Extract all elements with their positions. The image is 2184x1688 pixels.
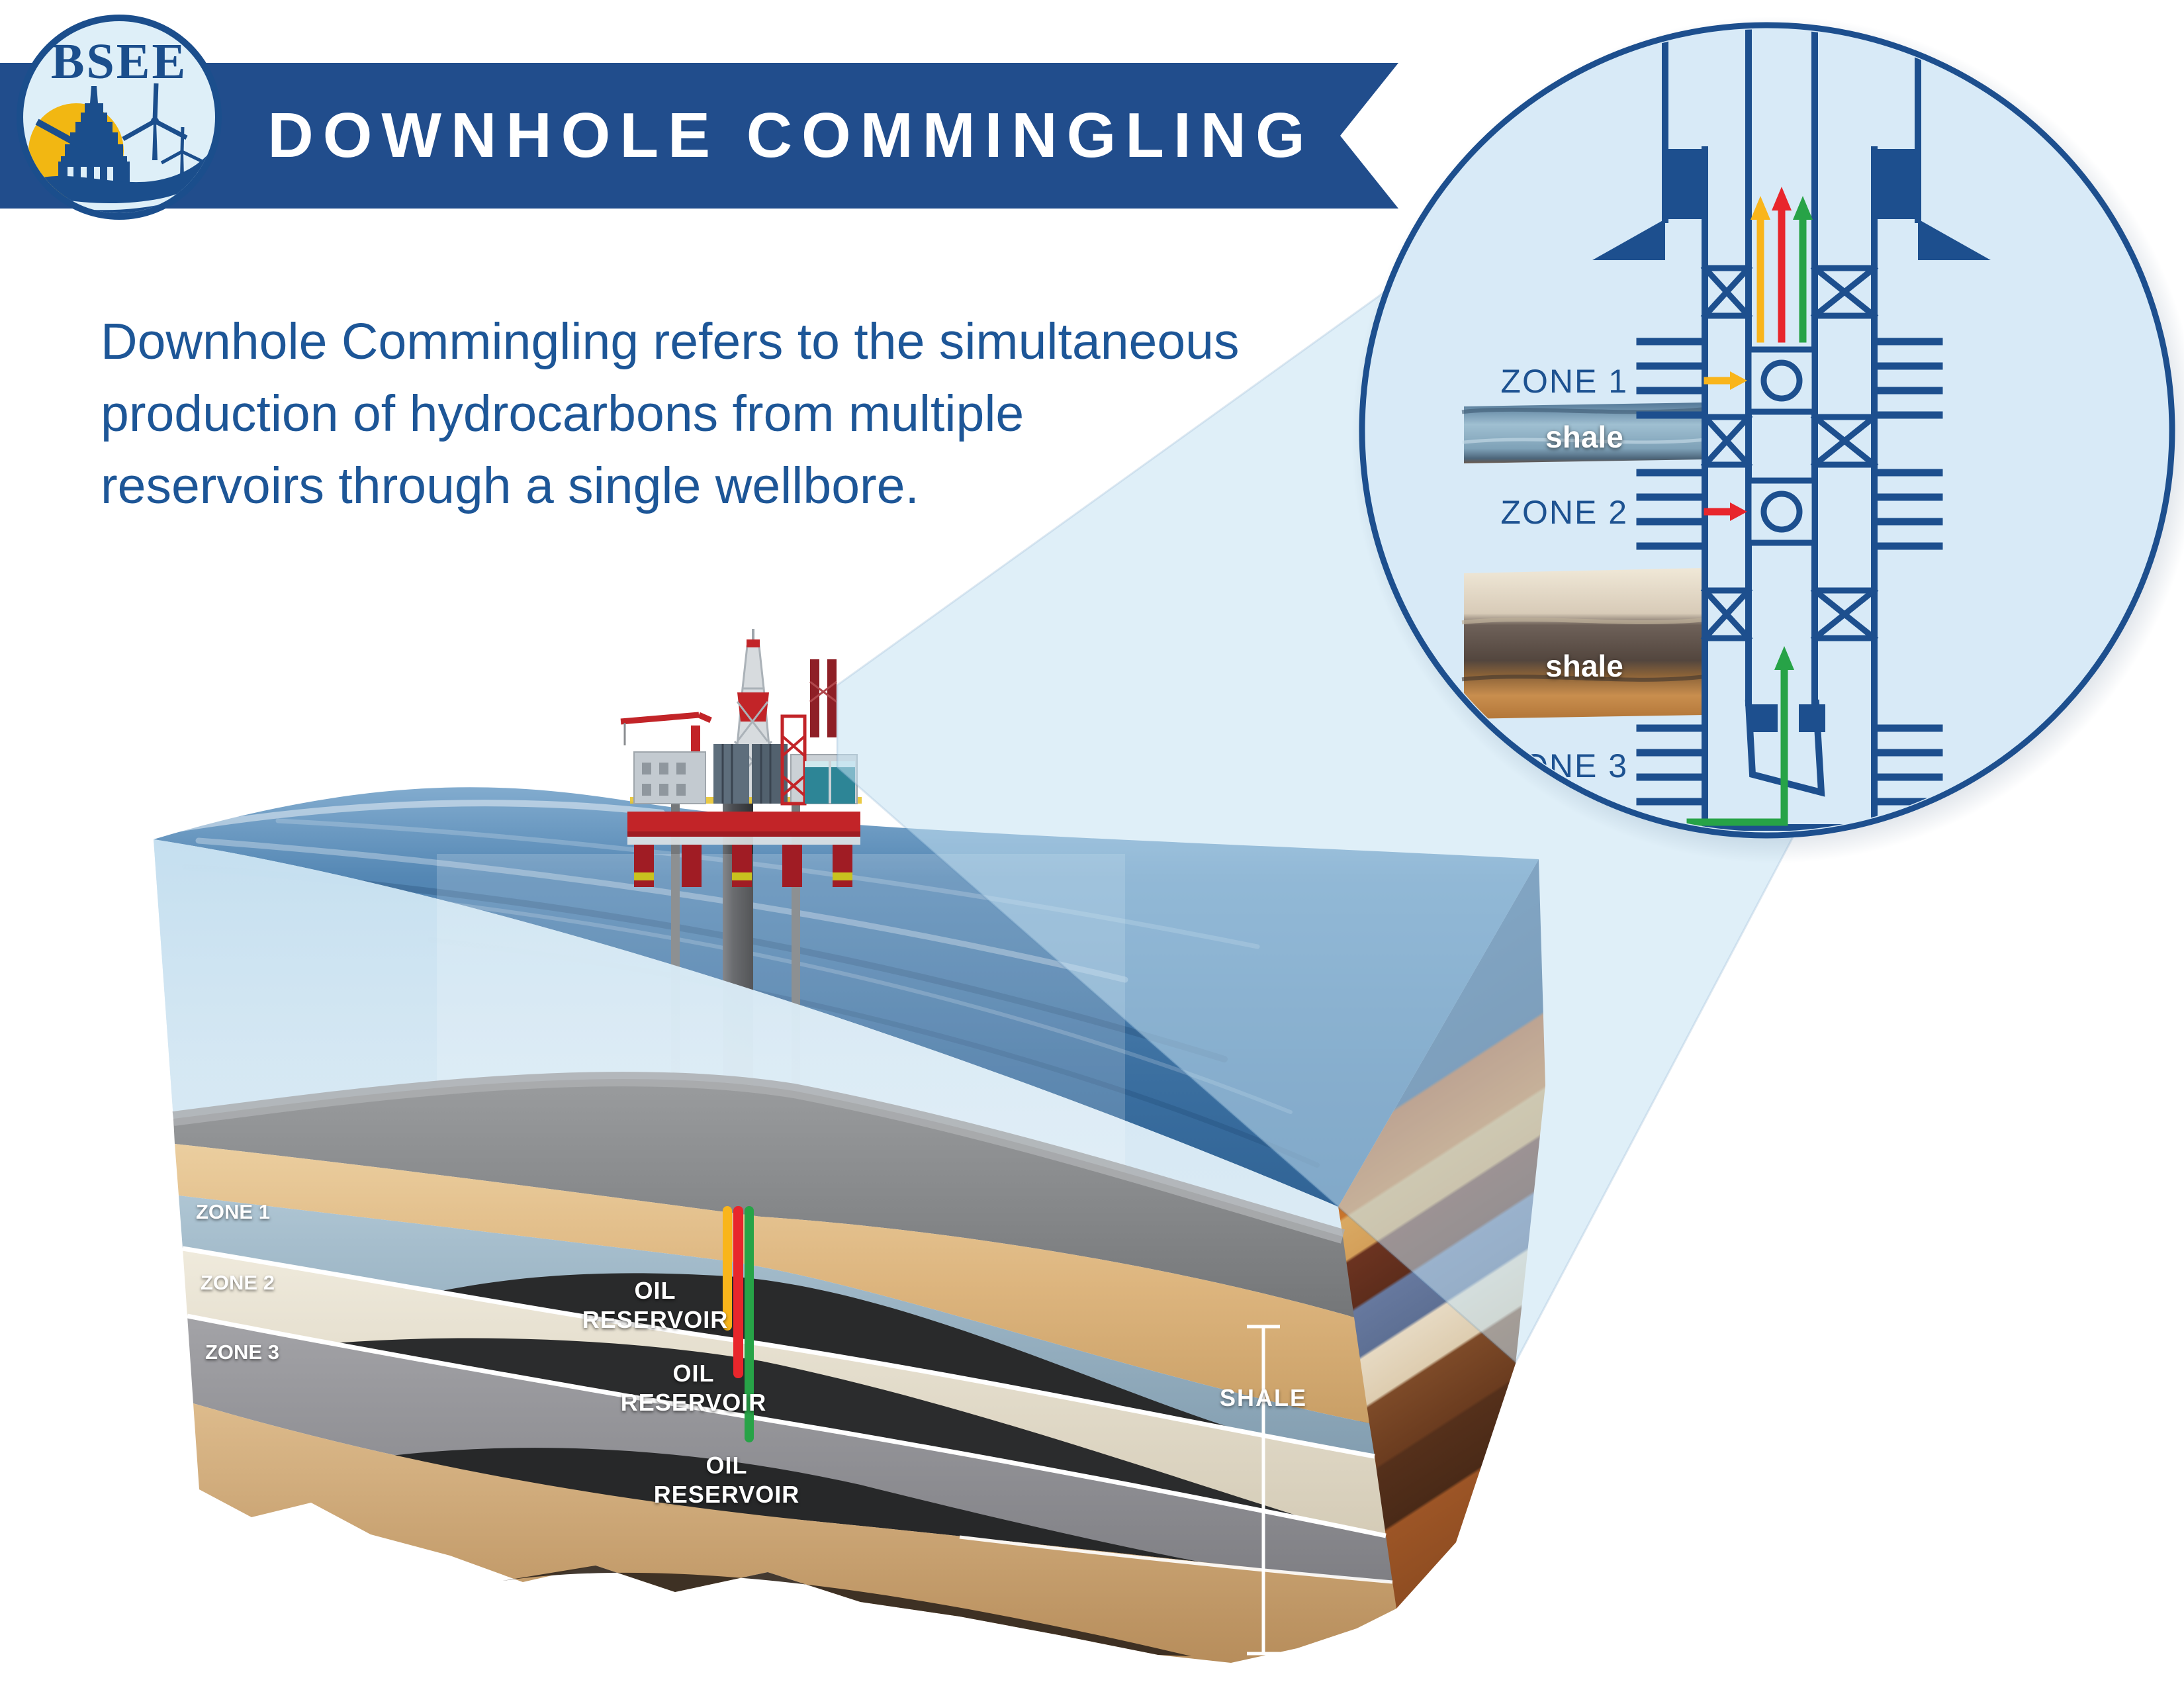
inset-zone1-label: ZONE 1: [1500, 363, 1628, 400]
tube-zone1-yellow: [723, 1206, 732, 1331]
tube-zone3-green: [745, 1206, 754, 1442]
oil-label-2-line1: OIL: [673, 1360, 715, 1387]
water-front-body: [154, 839, 1343, 1237]
flow-subs: [1745, 346, 1818, 546]
perforation-lines: [1636, 338, 1943, 806]
seafloor-layer: [173, 1079, 1354, 1317]
inset-shale2-label: shale: [1545, 649, 1623, 683]
zone2-boundary-line: [182, 1246, 1375, 1459]
inset-border: [1359, 22, 2175, 839]
block-zone3-label: ZONE 3: [205, 1340, 279, 1364]
packer-row2-right: [1810, 412, 1879, 469]
block-zone1-label: ZONE 1: [196, 1200, 270, 1223]
tube-zone2-red: [733, 1206, 743, 1378]
packer-row3-left: [1700, 586, 1753, 643]
block-zone2-label: ZONE 2: [201, 1271, 275, 1294]
packer-row1-left: [1700, 263, 1753, 320]
inset-shale-band-2: [1461, 568, 1707, 719]
inset-shale1-label: shale: [1545, 420, 1623, 454]
bsee-logo: BSEE: [0, 0, 285, 278]
packer-row2-left: [1700, 412, 1753, 469]
oil-reservoir-lens-3: [278, 1448, 1392, 1589]
zone1-valve-port: [1760, 359, 1803, 402]
shale-marker-label: SHALE: [1220, 1384, 1307, 1411]
zone3-bottom-line-partial: [959, 1535, 1393, 1584]
shale-depth-marker: SHALE: [1220, 1325, 1307, 1656]
oil-label-3-line1: OIL: [706, 1452, 748, 1479]
intro-line-1: Downhole Commingling refers to the simul…: [101, 313, 1240, 370]
logo-acronym: BSEE: [51, 34, 187, 89]
packers: [1700, 263, 1879, 643]
oil-reservoir-labels: OIL RESERVOIR OIL RESERVOIR OIL RESERVOI…: [582, 1277, 799, 1508]
page-title: DOWNHOLE COMMINGLING: [267, 100, 1314, 171]
seafloor-top-highlight: [172, 1072, 1345, 1244]
zone2-valve-port: [1760, 491, 1803, 533]
zone2-flow-sub: [1745, 477, 1818, 546]
oil-label-1-line1: OIL: [635, 1277, 676, 1304]
flare-stacks: [809, 659, 837, 737]
intro-line-3: reservoirs through a single wellbore.: [101, 457, 919, 514]
packer-row1-right: [1810, 263, 1879, 320]
packer-row3-right: [1810, 586, 1879, 643]
block-zone-labels: ZONE 1 ZONE 2 ZONE 3: [196, 1200, 279, 1364]
wellbore-inset: ZONE 1 ZONE 2 ZONE 3 shale shale: [1351, 16, 2184, 863]
wellhead: [1592, 149, 1991, 732]
bottom-dark-lens: [503, 1566, 1191, 1656]
offshore-platform: [620, 629, 862, 887]
title-banner: DOWNHOLE COMMINGLING: [0, 63, 1398, 209]
zone3-gray-layer: [187, 1316, 1392, 1582]
inset-zone2-label: ZONE 2: [1500, 494, 1628, 531]
platform-deck-legs: [627, 812, 860, 887]
intro-paragraph: Downhole Commingling refers to the simul…: [101, 306, 1240, 522]
bsee-logo-svg: BSEE: [17, 15, 222, 220]
zone1-flow-sub: [1745, 346, 1818, 415]
oil-label-2-line2: RESERVOIR: [621, 1389, 766, 1416]
oil-label-1-line2: RESERVOIR: [582, 1306, 728, 1333]
flow-arrows: [1686, 187, 1813, 826]
wind-turbine-icon: [122, 83, 204, 177]
commingled-tubes: [723, 1206, 754, 1442]
platform-modules: [630, 714, 862, 806]
zone1-sand-layer: [175, 1144, 1369, 1423]
zone3-boundary-line: [187, 1313, 1387, 1538]
oil-label-3-line2: RESERVOIR: [654, 1481, 799, 1508]
bottom-sand-layer: [193, 1403, 1396, 1663]
intro-line-2: production of hydrocarbons from multiple: [101, 385, 1024, 442]
